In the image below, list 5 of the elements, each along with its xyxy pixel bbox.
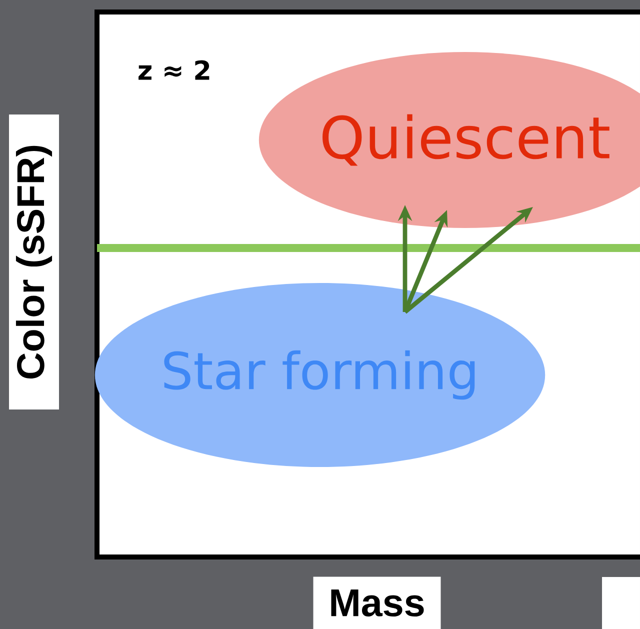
- redshift-label: z ≈ 2: [138, 60, 210, 80]
- axis-label: Color (sSFR): [9, 114, 59, 410]
- axis-label: Mass: [313, 576, 441, 629]
- ellipse-region: Quiescent: [258, 52, 640, 228]
- ellipse-region: Star forming: [94, 283, 546, 467]
